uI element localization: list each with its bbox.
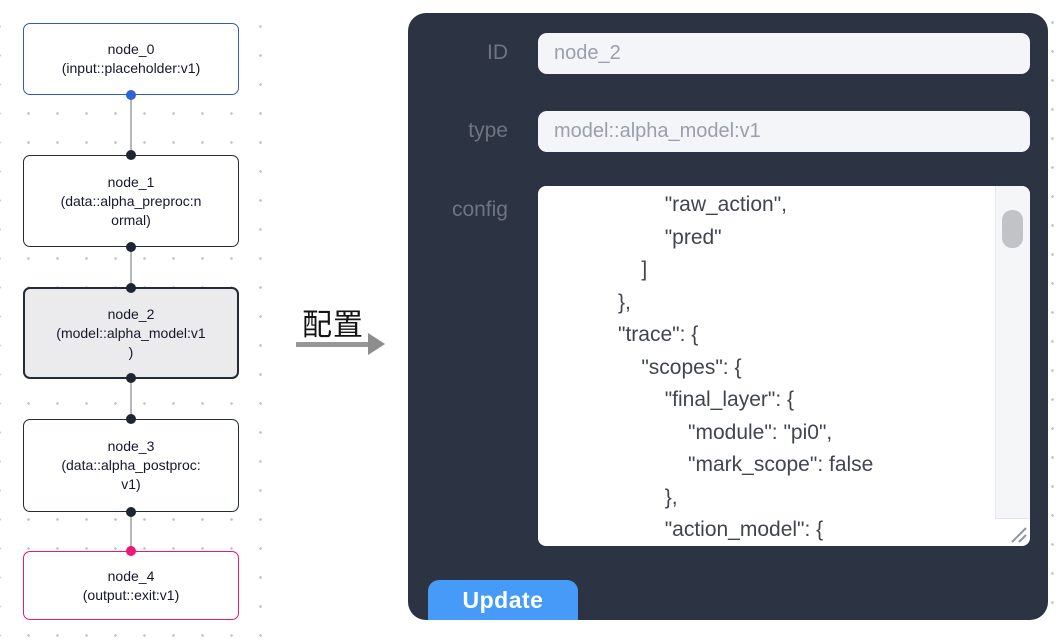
node-subtitle: (data::alpha_postproc:	[61, 457, 201, 473]
flow-node-node_0[interactable]: node_0 (input::placeholder:v1)	[23, 23, 239, 100]
source-handle[interactable]	[126, 90, 136, 100]
edge-node2-node3[interactable]	[130, 379, 132, 419]
node-title: node_4	[107, 567, 155, 584]
arrow-right-icon	[296, 342, 372, 347]
id-input[interactable]	[538, 33, 1030, 74]
scrollbar-track[interactable]	[995, 186, 1030, 519]
config-textarea[interactable]: "raw_action", "pred" ] }, "trace": { "sc…	[538, 186, 1030, 546]
node-subtitle: (model::alpha_model:v1	[56, 324, 206, 341]
source-handle[interactable]	[126, 507, 136, 517]
scrollbar-thumb[interactable]	[1002, 210, 1023, 248]
node-subtitle: )	[128, 343, 134, 360]
config-label: config	[451, 198, 508, 221]
source-handle[interactable]	[126, 242, 136, 252]
node-title: node_0	[107, 41, 155, 57]
target-handle[interactable]	[126, 546, 136, 556]
flow-node-node_4[interactable]: node_4 (output::exit:v1)	[23, 546, 239, 620]
node-subtitle: (data::alpha_preproc:n	[60, 192, 202, 209]
node-title: node_3	[107, 438, 155, 454]
node-subtitle: ormal)	[111, 211, 151, 228]
type-label: type	[468, 119, 508, 142]
connector-label: 配置	[302, 309, 364, 342]
id-label: ID	[487, 41, 508, 64]
config-json-text: "raw_action", "pred" ] }, "trace": { "sc…	[618, 193, 874, 541]
source-handle[interactable]	[126, 373, 136, 383]
resize-handle-icon[interactable]	[1006, 522, 1028, 544]
arrow-right-icon	[368, 333, 385, 355]
node-title: node_2	[107, 305, 155, 322]
type-input[interactable]	[538, 111, 1030, 152]
panel-canvas: ID type config "raw_action", "pred" ] },…	[388, 0, 1062, 630]
flow-node-node_2[interactable]: node_2 (model::alpha_model:v1 )	[23, 283, 239, 383]
edge-node0-node1[interactable]	[130, 95, 132, 155]
edge-node3-node4[interactable]	[130, 512, 132, 551]
update-button[interactable]: Update	[428, 580, 578, 620]
target-handle[interactable]	[126, 150, 136, 160]
node-title: node_1	[107, 173, 155, 190]
node-subtitle: (output::exit:v1)	[82, 586, 180, 603]
flow-canvas: node_0 (input::placeholder:v1) node_1 (d…	[0, 0, 270, 643]
flow-node-node_3[interactable]: node_3 (data::alpha_postproc: v1)	[23, 414, 239, 517]
target-handle[interactable]	[126, 414, 136, 424]
node-subtitle: v1)	[121, 476, 141, 492]
node-subtitle: (input::placeholder:v1)	[61, 60, 201, 76]
target-handle[interactable]	[126, 283, 136, 293]
flow-node-node_1[interactable]: node_1 (data::alpha_preproc:n ormal)	[23, 150, 239, 252]
edge-node1-node2[interactable]	[130, 247, 132, 287]
config-panel: ID type config "raw_action", "pred" ] },…	[408, 13, 1048, 620]
